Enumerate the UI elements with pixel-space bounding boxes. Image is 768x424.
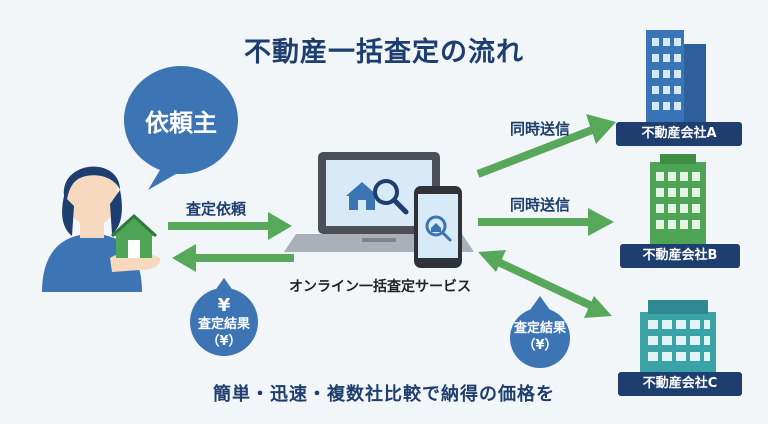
building-a-icon [616, 30, 742, 146]
footer-tagline: 簡単・迅速・複数社比較で納得の価格を [213, 384, 555, 405]
house-in-hand-icon [110, 213, 161, 272]
yen-coin-left [190, 278, 258, 356]
result-value-left: （¥） [206, 334, 242, 349]
result-arrow [172, 244, 294, 272]
result-coin-left-text: ¥ 査定結果 （¥） [190, 296, 258, 350]
building-c-icon [618, 300, 742, 396]
result-coin-right-text: 査定結果 （¥） [506, 320, 574, 354]
request-arrow [168, 212, 292, 240]
broadcast-label-b: 同時送信 [510, 196, 571, 214]
company-b-label: 不動産会社B [642, 248, 718, 263]
company-a-label: 不動産会社A [641, 126, 717, 141]
smartphone-icon [414, 186, 462, 268]
diagram-title: 不動産一括査定の流れ [244, 37, 524, 68]
result-label-right: 査定結果 [513, 321, 566, 336]
requester-bubble-label: 依頼主 [145, 109, 217, 137]
send-arrow-a [476, 114, 616, 178]
yen-symbol: ¥ [217, 295, 231, 316]
request-label: 査定依頼 [186, 200, 247, 218]
requester-speech-bubble [124, 66, 238, 190]
exchange-arrow-c [478, 250, 612, 318]
service-label: オンライン一括査定サービス [289, 279, 471, 295]
result-label-left: 査定結果 [197, 317, 250, 332]
company-c-label: 不動産会社C [642, 376, 718, 391]
building-b-icon [620, 154, 740, 268]
broadcast-label-a: 同時送信 [510, 120, 571, 138]
send-arrow-b [478, 208, 614, 236]
yen-coin-right [510, 296, 570, 368]
result-value-right: （¥） [522, 338, 558, 353]
